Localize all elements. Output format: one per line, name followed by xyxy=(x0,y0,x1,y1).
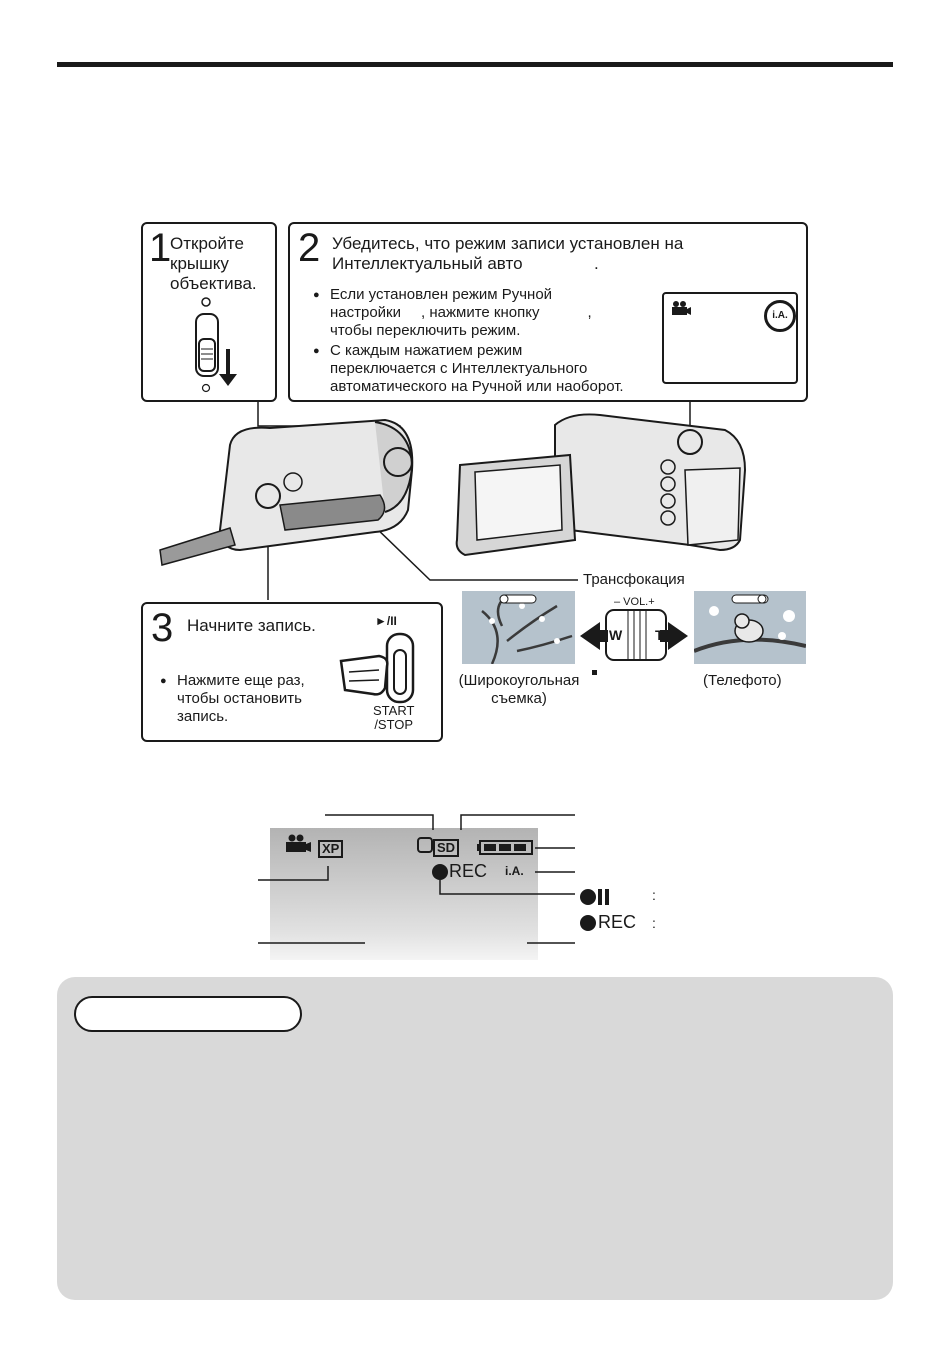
vol-label: – VOL.+ xyxy=(614,596,655,608)
zoom-t-label: T xyxy=(655,627,664,643)
ia-badge: i.A. xyxy=(764,300,796,332)
start-stop-label: START /STOP xyxy=(373,703,415,732)
top-rule xyxy=(57,62,893,67)
recording-display-callouts xyxy=(258,814,609,944)
zoom-label: Трансфокация xyxy=(583,571,685,588)
lens-cover-switch-icon xyxy=(195,297,237,393)
step1-box: 1 Откройте крышку объектива. xyxy=(141,222,277,402)
step2-box: 2 Убедитесь, что режим записи установлен… xyxy=(288,222,808,402)
step2-number: 2 xyxy=(298,226,321,270)
camcorder-illustration xyxy=(159,402,747,600)
ia-indicator: i.A. xyxy=(505,864,524,878)
step1-number: 1 xyxy=(149,226,172,270)
step3-title: Начните запись. xyxy=(187,616,316,635)
tele-scene-thumbnail xyxy=(694,591,806,664)
play-pause-label: ►/II xyxy=(375,614,397,628)
start-stop-button-icon xyxy=(339,632,415,704)
rec-text: REC xyxy=(449,861,488,881)
zoom-lever-icon xyxy=(580,609,688,675)
legend-colon-2: : xyxy=(652,915,656,931)
step2-bullet2: С каждым нажатием режим переключается с … xyxy=(313,342,690,396)
step2-title-line2: Интеллектуальный авто xyxy=(332,254,523,273)
step2-lcd-screen: i.A. xyxy=(662,292,798,384)
wide-caption: (Широкоугольная съемка) xyxy=(458,672,580,707)
notes-tab xyxy=(74,996,302,1032)
step1-text: Откройте крышку объектива. xyxy=(170,234,257,293)
sd-badge: SD xyxy=(433,839,460,857)
step3-bullet: Нажмите еще раз, чтобы остановить запись… xyxy=(160,672,337,726)
tele-caption: (Телефото) xyxy=(703,672,782,689)
step3-box: 3 Начните запись. Нажмите еще раз, чтобы… xyxy=(141,602,443,742)
step2-title-line1: Убедитесь, что режим записи установлен н… xyxy=(332,234,684,253)
legend-colon-1: : xyxy=(652,887,656,903)
wide-scene-thumbnail xyxy=(462,591,575,664)
legend-rec-text: REC xyxy=(598,912,637,932)
zoom-w-label: W xyxy=(609,627,623,643)
step3-number: 3 xyxy=(151,606,174,650)
quality-badge: XP xyxy=(318,840,344,858)
video-mode-icon xyxy=(672,301,691,315)
step2-title-period: . xyxy=(594,254,599,273)
step2-bullet1: Если установлен режим Ручной настройки, … xyxy=(313,286,650,340)
